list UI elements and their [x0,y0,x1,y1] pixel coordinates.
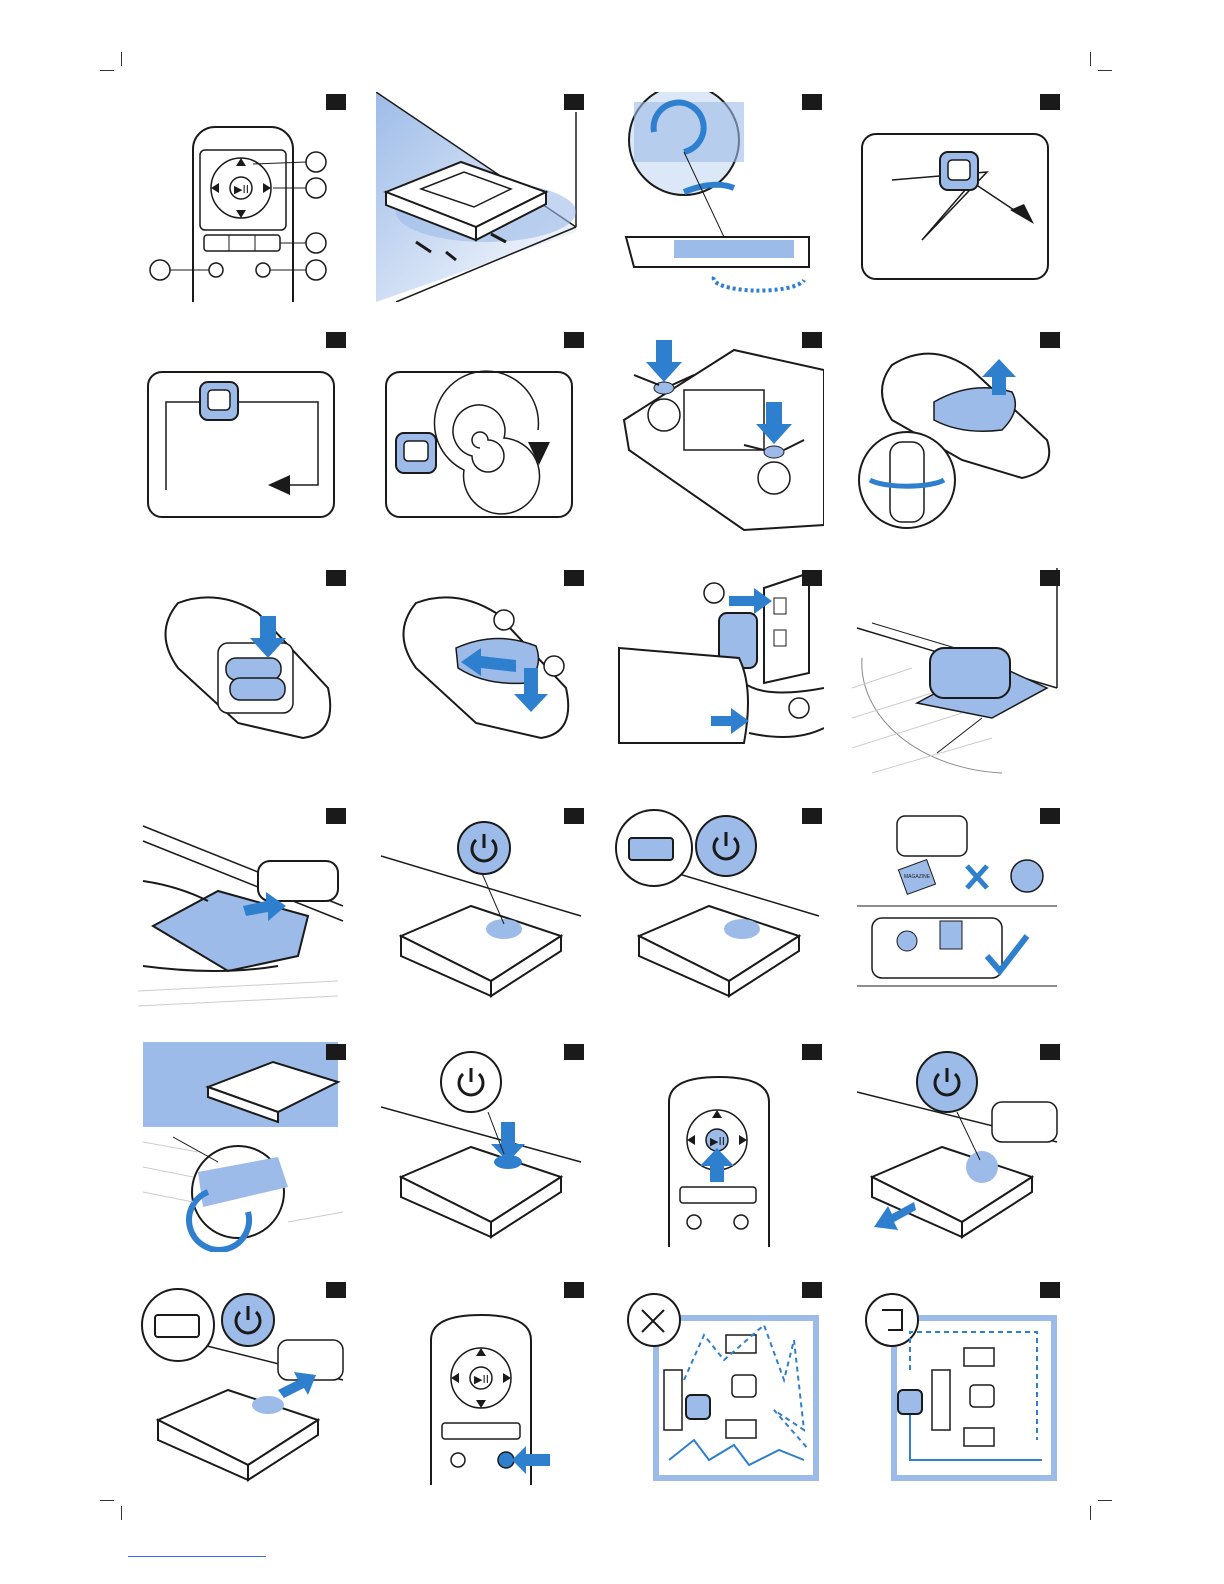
step-24-wall-follow-room [852,1280,1062,1490]
cross-icon [967,866,987,888]
crop-mark [1090,52,1091,66]
step-number-badge [564,332,584,348]
step-number-badge [1040,1044,1060,1060]
step-6-spiral-mode-path [376,330,586,540]
step-number-badge [326,808,346,824]
step-10-close-battery-cover [376,568,586,778]
step-number-badge [564,570,584,586]
step-17-rug-fringe-folding [138,1042,348,1252]
step-2-robot-cleaning-corner [376,92,586,302]
home-icon [256,263,270,277]
step-15-battery-fully-charged [614,806,824,1016]
step-number-badge [326,1282,346,1298]
step-number-badge [1040,332,1060,348]
step-21-low-battery-return [138,1280,348,1490]
magazine-label: MAGAZINE [904,874,931,880]
step-14-power-light-flashing [376,806,586,1016]
crop-mark [121,52,122,66]
step-number-badge [564,808,584,824]
crop-mark [1098,1500,1112,1501]
step-number-badge [1040,94,1060,110]
step-18-press-power-button [376,1042,586,1252]
step-19-press-play-pause: ▶II [614,1042,824,1252]
step-number-badge [802,94,822,110]
step-4-random-mode-path [852,92,1062,302]
step-9-insert-batteries [138,568,348,778]
crop-mark [1098,70,1112,71]
step-number-badge [564,94,584,110]
step-number-badge [564,1044,584,1060]
crop-mark [121,1506,122,1520]
step-number-badge [802,332,822,348]
step-number-badge [326,94,346,110]
step-number-badge [802,1044,822,1060]
step-22-press-home-button: ▶II [376,1280,586,1490]
step-number-badge [326,1044,346,1060]
footer-link-underline[interactable] [128,1556,266,1557]
step-3-side-brushes-sweeping [614,92,824,302]
crop-mark [100,70,114,71]
step-number-badge [802,808,822,824]
crop-mark [1090,1506,1091,1520]
step-number-badge [1040,570,1060,586]
step-number-badge [1040,808,1060,824]
svg-text:▶II: ▶II [474,1373,489,1386]
step-number-badge [1040,1282,1060,1298]
step-8-open-battery-cover [852,330,1062,540]
step-number-badge [802,570,822,586]
step-1-remote-overview: ▶II [138,92,348,302]
step-5-wall-follow-path [138,330,348,540]
crop-mark [100,1500,114,1501]
step-11-connect-adapter [614,568,824,778]
step-23-random-mode-room [614,1280,824,1490]
step-12-place-charging-base [852,568,1062,778]
step-number-badge [326,570,346,586]
clock-icon [209,263,223,277]
play-pause-icon: ▶II [710,1135,725,1148]
step-16-clear-floor-obstacles: MAGAZINE [852,806,1062,1016]
battery-icon [629,838,673,860]
step-13-dock-robot-on-base [138,806,348,1016]
step-20-robot-leaves-base [852,1042,1062,1252]
step-number-badge [802,1282,822,1298]
step-7-attach-side-brushes [614,330,824,540]
svg-text:▶II: ▶II [234,183,249,196]
step-number-badge [564,1282,584,1298]
step-number-badge [326,332,346,348]
